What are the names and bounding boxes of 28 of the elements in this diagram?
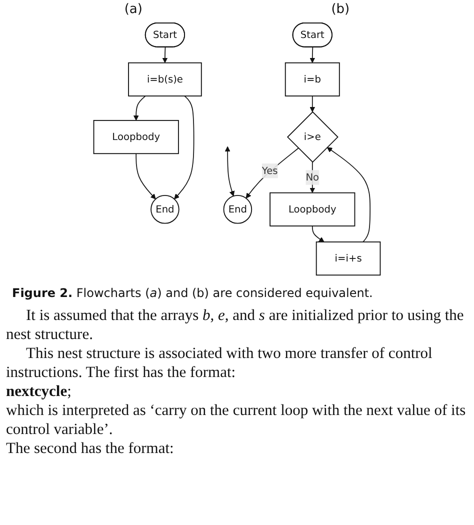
paragraph: The second has the format: <box>6 439 175 458</box>
arrow <box>312 226 324 242</box>
paragraph: nextcycle; <box>6 382 72 401</box>
node-circle: End <box>223 194 252 224</box>
node-box: i=b(s)e <box>128 62 202 96</box>
arrow <box>136 153 156 200</box>
arrow <box>224 146 235 196</box>
arrow <box>246 148 299 198</box>
arrow <box>133 96 146 121</box>
node-circle: End <box>150 194 180 224</box>
edge-label: No <box>306 171 320 183</box>
arrow <box>162 46 168 64</box>
panel-label: (a) <box>124 2 142 18</box>
node-box: Loopbody <box>93 120 179 154</box>
arrow <box>174 96 194 200</box>
node-box: i=b <box>284 62 340 96</box>
node-diamond: i>e <box>286 111 338 163</box>
paragraph: It is assumed that the arrays b, e, and s are initialized prior to using the nest structure. <box>6 306 465 344</box>
edge-label: Yes <box>262 164 278 176</box>
arrow <box>326 147 371 242</box>
arrow <box>310 46 316 64</box>
arrow <box>310 96 316 112</box>
paragraph: This nest structure is associated with two more transfer of control instructions. The first has the format: <box>6 344 434 382</box>
node-box: i=i+s <box>316 241 381 276</box>
paragraph: which is interpreted as ‘carry on the current loop with the next value of its control variable’. <box>6 401 467 439</box>
node-box: Loopbody <box>270 192 356 226</box>
figure-caption: Figure 2. Flowcharts (a) and (b) are considered equivalent. <box>12 286 374 300</box>
panel-label: (b) <box>331 2 350 18</box>
